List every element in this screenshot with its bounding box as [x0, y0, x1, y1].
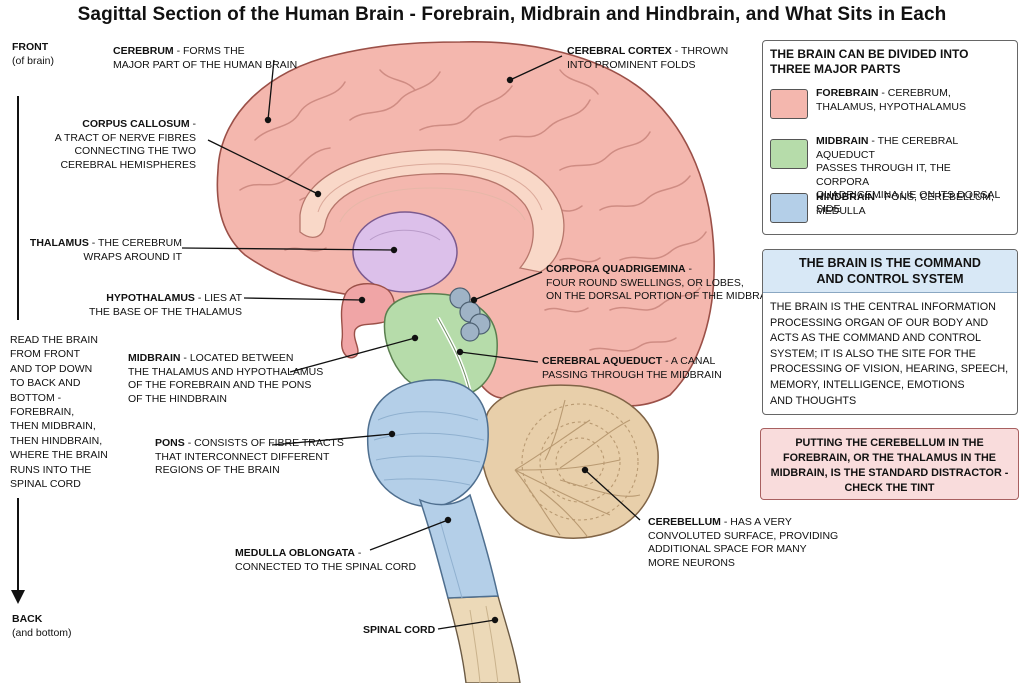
- medulla-oblongata-shape: [418, 493, 499, 599]
- arbor-vitae: [514, 399, 641, 539]
- label-spinal-cord: SPINAL CORD: [363, 624, 436, 636]
- hindbrain-swatch: [770, 193, 808, 223]
- forebrain-swatch: [770, 89, 808, 119]
- corpus-callosum-shape: [299, 149, 565, 273]
- label-cerebrum: CEREBRUM - FORMS THE MAJOR PART OF THE H…: [113, 45, 298, 71]
- corpora-quadrigemina-shape: [449, 287, 491, 342]
- distractor-warning-box: PUTTING THE CEREBELLUM IN THE FOREBRAIN,…: [760, 428, 1019, 500]
- label-midbrain: MIDBRAIN - LOCATED BETWEEN THE THALAMUS …: [128, 352, 324, 405]
- front-label: FRONT (of brain): [12, 41, 55, 67]
- label-cerebellum: CEREBELLUM - HAS A VERY CONVOLUTED SURFA…: [648, 516, 839, 569]
- spinal-cord-shape: [447, 595, 521, 683]
- label-hypothalamus: HYPOTHALAMUS - LIES AT THE BASE OF THE T…: [88, 292, 242, 318]
- back-label: BACK (and bottom): [12, 613, 72, 639]
- cortex-folds: [239, 69, 707, 352]
- thalamus-shape: [352, 211, 458, 293]
- label-thalamus: THALAMUS - THE CEREBRUM WRAPS AROUND IT: [29, 237, 182, 263]
- label-medulla-oblongata: MEDULLA OBLONGATA - CONNECTED TO THE SPI…: [235, 547, 417, 573]
- label-cerebral-aqueduct: CEREBRAL AQUEDUCT - A CANAL PASSING THRO…: [542, 355, 722, 381]
- front-to-back-arrow: [11, 96, 25, 604]
- hypothalamus-shape: [340, 283, 395, 359]
- leader-dots: [264, 76, 589, 624]
- label-corpus-callosum: CORPUS CALLOSUM - A TRACT OF NERVE FIBRE…: [54, 118, 196, 171]
- leader-lines: [181, 55, 641, 630]
- command-control-box: THE BRAIN IS THE COMMAND AND CONTROL SYS…: [762, 249, 1018, 415]
- command-box-heading: THE BRAIN IS THE COMMAND AND CONTROL SYS…: [763, 250, 1017, 293]
- pons-striations: [373, 411, 485, 486]
- pons-shape: [366, 379, 489, 508]
- label-corpora-quadrigemina: CORPORA QUADRIGEMINA - FOUR ROUND SWELLI…: [546, 263, 778, 302]
- reading-note: READ THE BRAIN FROM FRONT AND TOP DOWN T…: [10, 334, 108, 491]
- command-box-body: THE BRAIN IS THE CENTRAL INFORMATION PRO…: [770, 301, 1009, 407]
- legend-heading: THE BRAIN CAN BE DIVIDED INTO THREE MAJO…: [770, 47, 969, 76]
- label-cerebral-cortex: CEREBRAL CORTEX - THROWN INTO PROMINENT …: [567, 45, 729, 71]
- midbrain-swatch: [770, 139, 808, 169]
- label-pons: PONS - CONSISTS OF FIBRE TRACTS THAT INT…: [155, 437, 344, 476]
- legend-box: THE BRAIN CAN BE DIVIDED INTO THREE MAJO…: [762, 40, 1018, 235]
- page-title: Sagittal Section of the Human Brain - Fo…: [77, 4, 947, 25]
